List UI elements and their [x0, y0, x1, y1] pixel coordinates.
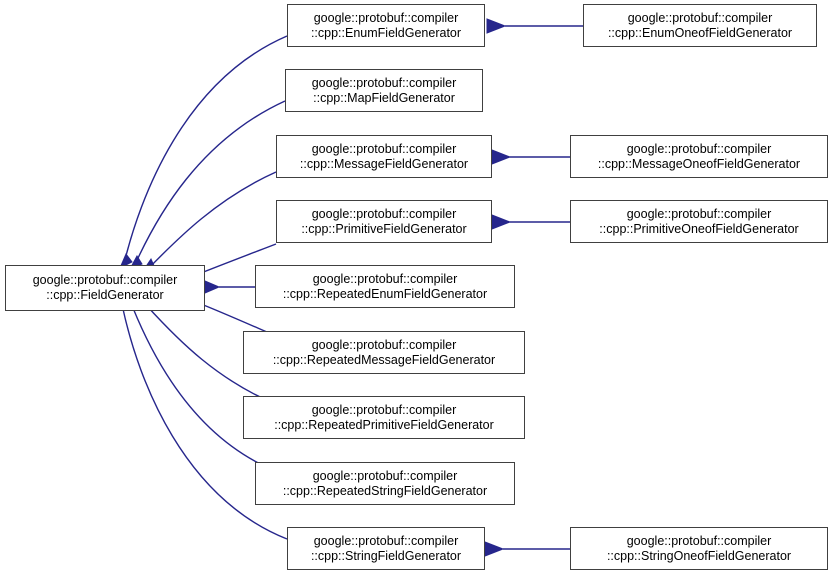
class-node-line2: ::cpp::FieldGenerator	[46, 288, 164, 302]
class-node-line2: ::cpp::MessageOneofFieldGenerator	[597, 156, 801, 171]
class-node-line2: ::cpp::StringFieldGenerator	[310, 548, 462, 563]
class-node-line1: google::protobuf::compiler	[32, 273, 178, 287]
class-node-line2: ::cpp::PrimitiveOneofFieldGenerator	[599, 221, 799, 236]
class-node-line1: google::protobuf::compiler	[313, 10, 459, 25]
class-node-line1: google::protobuf::compiler	[311, 337, 457, 352]
class-node-line1: google::protobuf::compiler	[311, 206, 457, 221]
edge-string-to-string-oneof	[484, 541, 570, 557]
edge-to-repeated-enum-field-generator	[204, 280, 255, 294]
class-node-repeated-enum-field-generator[interactable]: google::protobuf::compiler ::cpp::Repeat…	[255, 265, 515, 308]
class-node-line2: ::cpp::EnumOneofFieldGenerator	[607, 25, 793, 40]
class-node-enum-field-generator[interactable]: google::protobuf::compiler ::cpp::EnumFi…	[287, 4, 485, 47]
class-node-enum-oneof-field-generator[interactable]: google::protobuf::compiler ::cpp::EnumOn…	[583, 4, 817, 47]
class-node-primitive-field-generator[interactable]: google::protobuf::compiler ::cpp::Primit…	[276, 200, 492, 243]
class-node-line1: google::protobuf::compiler	[627, 10, 773, 25]
class-node-line1: google::protobuf::compiler	[311, 141, 457, 156]
class-node-line2: ::cpp::MessageFieldGenerator	[299, 156, 469, 171]
class-node-line2: ::cpp::RepeatedEnumFieldGenerator	[282, 286, 488, 301]
class-node-repeated-message-field-generator[interactable]: google::protobuf::compiler ::cpp::Repeat…	[243, 331, 525, 374]
class-node-line1: google::protobuf::compiler	[626, 533, 772, 548]
class-node-line2: ::cpp::RepeatedMessageFieldGenerator	[272, 352, 496, 367]
edge-to-map-field-generator	[128, 100, 286, 271]
class-node-line2: ::cpp::EnumFieldGenerator	[310, 25, 462, 40]
class-node-line1: google::protobuf::compiler	[626, 206, 772, 221]
edge-to-message-field-generator	[141, 171, 277, 272]
class-node-string-field-generator[interactable]: google::protobuf::compiler ::cpp::String…	[287, 527, 485, 570]
class-node-message-oneof-field-generator[interactable]: google::protobuf::compiler ::cpp::Messag…	[570, 135, 828, 178]
edge-message-to-message-oneof	[491, 149, 570, 165]
class-node-line1: google::protobuf::compiler	[311, 402, 457, 417]
class-node-message-field-generator[interactable]: google::protobuf::compiler ::cpp::Messag…	[276, 135, 492, 178]
edge-primitive-to-primitive-oneof	[491, 214, 570, 230]
class-node-repeated-primitive-field-generator[interactable]: google::protobuf::compiler ::cpp::Repeat…	[243, 396, 525, 439]
edge-enum-to-enum-oneof	[486, 18, 583, 34]
edge-to-enum-field-generator	[119, 35, 288, 270]
class-node-line1: google::protobuf::compiler	[312, 271, 458, 286]
class-node-repeated-string-field-generator[interactable]: google::protobuf::compiler ::cpp::Repeat…	[255, 462, 515, 505]
class-node-line1: google::protobuf::compiler	[626, 141, 772, 156]
class-node-line1: google::protobuf::compiler	[313, 533, 459, 548]
class-node-string-oneof-field-generator[interactable]: google::protobuf::compiler ::cpp::String…	[570, 527, 828, 570]
class-node-field-generator[interactable]: google::protobuf::compiler ::cpp::FieldG…	[5, 265, 205, 311]
class-node-map-field-generator[interactable]: google::protobuf::compiler ::cpp::MapFie…	[285, 69, 483, 112]
class-node-line2: ::cpp::StringOneofFieldGenerator	[606, 548, 792, 563]
class-node-line2: ::cpp::RepeatedStringFieldGenerator	[282, 483, 488, 498]
class-node-line2: ::cpp::RepeatedPrimitiveFieldGenerator	[274, 417, 494, 432]
edge-to-repeated-string-field-generator	[119, 298, 279, 473]
class-node-line1: google::protobuf::compiler	[311, 75, 457, 90]
class-node-line1: google::protobuf::compiler	[312, 468, 458, 483]
class-node-line2: ::cpp::MapFieldGenerator	[313, 90, 455, 105]
class-node-primitive-oneof-field-generator[interactable]: google::protobuf::compiler ::cpp::Primit…	[570, 200, 828, 243]
class-node-line2: ::cpp::PrimitiveFieldGenerator	[301, 221, 467, 236]
